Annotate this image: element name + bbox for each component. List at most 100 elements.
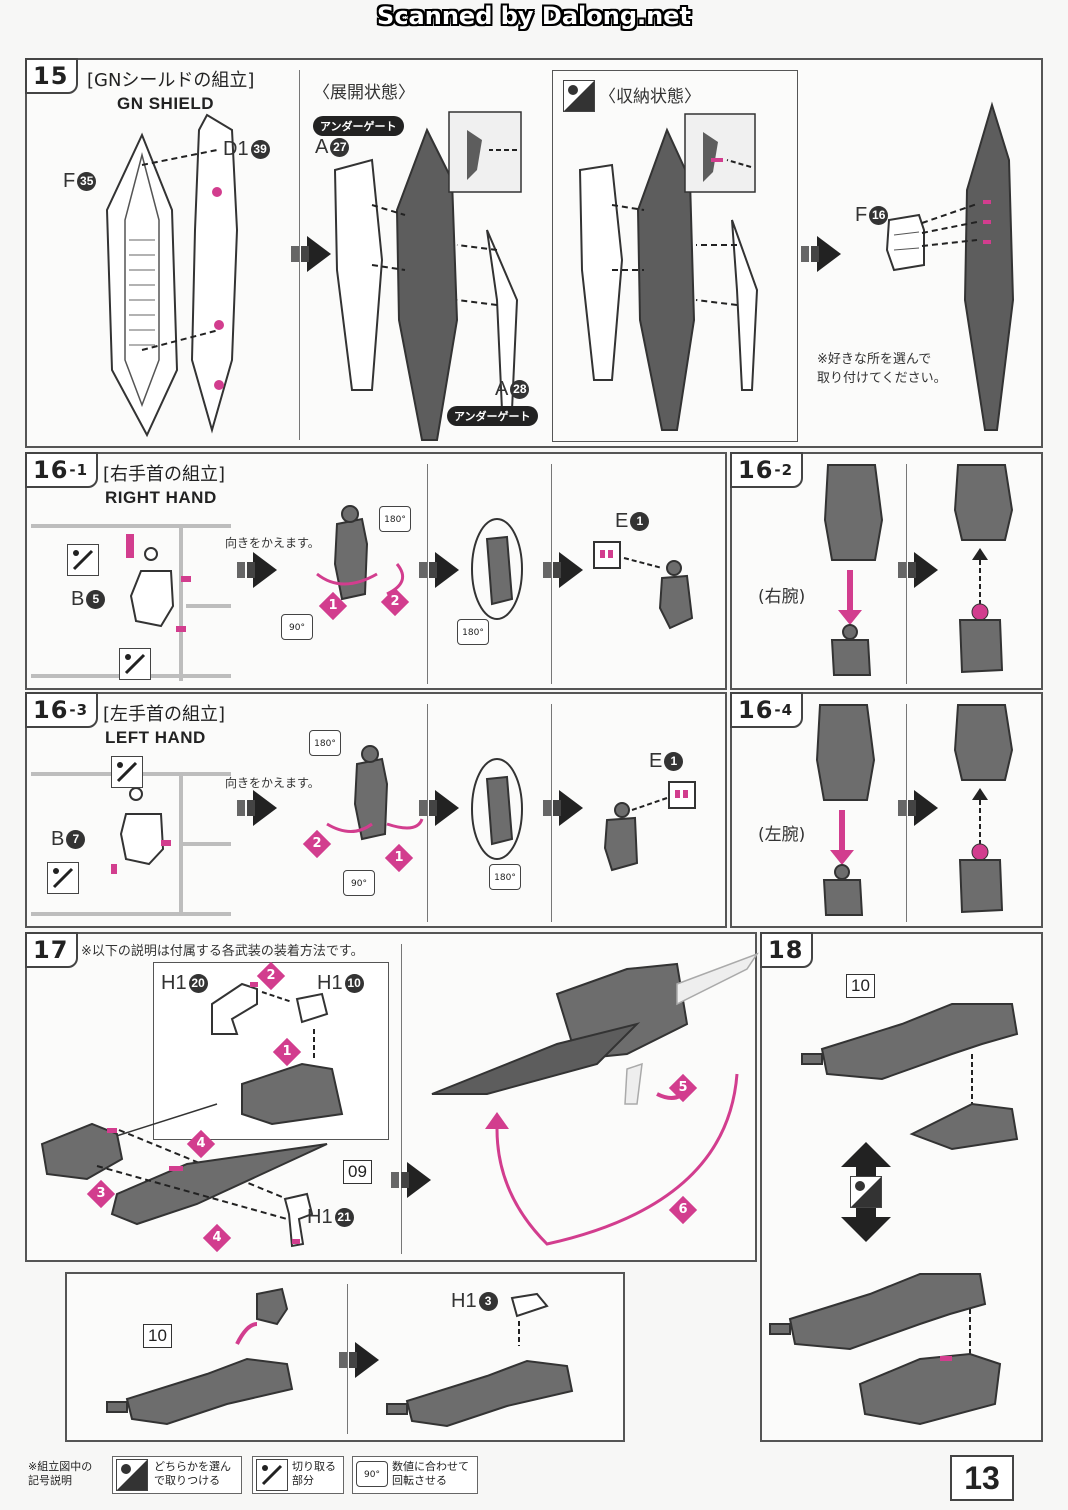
next-step-arrow (898, 790, 938, 826)
next-step-arrow-3 (543, 552, 583, 588)
step-number: 17 (25, 932, 79, 968)
rotate-90-badge: 90° (356, 1461, 388, 1487)
step-marker-4b: 4 (202, 1223, 232, 1253)
next-step-arrow-2 (801, 236, 841, 272)
under-gate-badge: アンダーゲート (313, 116, 404, 136)
rotate-180-badge: 180° (309, 730, 341, 756)
stowed-state-frame (552, 70, 798, 442)
grip-part-illustration (885, 213, 925, 272)
under-gate-badge-2: アンダーゲート (447, 406, 538, 426)
step-marker-2: 2 (380, 587, 410, 617)
divider (427, 704, 428, 922)
step-title-en: GN SHIELD (117, 94, 215, 113)
step-marker-3: 3 (86, 1179, 116, 1209)
part-box-09: 09 (343, 1160, 372, 1184)
step-title-jp: [右手首の組立] (103, 464, 226, 485)
attachment-note: ※好きな所を選んで 取り付けてください。 (817, 352, 947, 386)
cutter-icon (67, 544, 99, 576)
wrist-joint-illustration (603, 781, 696, 872)
left-arm-assembled-illustration (953, 704, 1014, 914)
shield-frame-part-illustration (190, 113, 239, 434)
expanded-state-label: 〈展開状態〉 (313, 83, 415, 103)
step-number: 18 (760, 932, 814, 968)
legend-header: ※組立図中の 記号説明 (28, 1460, 93, 1487)
left-arm-label: (左腕) (758, 825, 806, 845)
cutter-icon (111, 756, 143, 788)
step-marker-4a: 4 (186, 1129, 216, 1159)
cutter-icon-2 (47, 862, 79, 894)
attach-arrows-f16 (921, 203, 978, 247)
shield-inner-part-illustration (105, 132, 179, 438)
step-marker-2: 2 (256, 961, 286, 991)
step-number: 16-1 (25, 452, 99, 488)
turn-around-note: 向きをかえます。 (225, 536, 320, 550)
rotate-90-badge: 90° (281, 614, 313, 640)
detail-callout-2 (684, 113, 756, 193)
right-arm-assembled-illustration (953, 464, 1014, 674)
hand-flip-illustration (471, 758, 523, 860)
step-17-note: ※以下の説明は付属する各武装の装着方法です。 (81, 944, 364, 959)
next-step-arrow (237, 790, 277, 826)
part-box-10b: 10 (143, 1324, 172, 1348)
step-marker-1: 1 (318, 591, 348, 621)
legend-cut-text: 切り取る 部分 (292, 1460, 336, 1487)
rifle-illustration (801, 1003, 1019, 1151)
part-box-10: 10 (846, 974, 875, 998)
step-16-4-panel: 16-4 (左腕) (730, 692, 1043, 928)
wrist-joint-illustration (593, 541, 694, 630)
step-number: 16-3 (25, 692, 99, 728)
divider-2 (551, 704, 552, 922)
page-number: 13 (950, 1455, 1014, 1501)
divider (299, 70, 300, 440)
rotate-180-badge: 180° (379, 506, 411, 532)
rifle-disassemble-illustration (106, 1287, 294, 1426)
next-step-arrow (391, 1162, 431, 1198)
forearm-sword-illustration (40, 1122, 328, 1248)
hand-flip-illustration (471, 518, 523, 620)
left-arm-illustration (815, 704, 876, 916)
legend-rotate-text: 数値に合わせて 回転させる (392, 1460, 469, 1487)
hand-rotate-illustration (316, 505, 405, 601)
right-arm-illustration (823, 464, 884, 676)
turn-around-note: 向きをかえます。 (225, 776, 320, 790)
step-number: 15 (25, 58, 79, 94)
legend-choose-text: どちらかを選ん で取りつける (154, 1460, 231, 1487)
callout-line (106, 1103, 218, 1140)
cutter-icon-2 (119, 648, 151, 680)
stowed-state-label: 〈収納状態〉 (599, 87, 701, 107)
detail-callout (448, 111, 522, 193)
shield-final-illustration (963, 101, 1015, 431)
rifle-mounted-illustration (769, 1273, 1002, 1426)
divider (427, 464, 428, 684)
rifle-assembled-illustration (386, 1292, 574, 1428)
step-marker-2: 2 (302, 829, 332, 859)
step-16-2-panel: 16-2 (右腕) (730, 452, 1043, 690)
sword-swing-illustration (431, 952, 759, 1246)
scan-watermark: Scanned by Dalong.net (377, 2, 691, 30)
choose-one-icon (850, 1176, 882, 1208)
attach-arrows (141, 149, 220, 351)
step-title-jp: [左手首の組立] (103, 704, 226, 725)
divider-2 (551, 464, 552, 684)
next-step-arrow (898, 552, 938, 588)
grip-assembly-illustration (211, 982, 344, 1126)
divider (906, 704, 907, 922)
next-step-arrow-2 (419, 790, 459, 826)
hand-rotate-illustration (326, 745, 424, 841)
step-number: 16-4 (730, 692, 804, 728)
